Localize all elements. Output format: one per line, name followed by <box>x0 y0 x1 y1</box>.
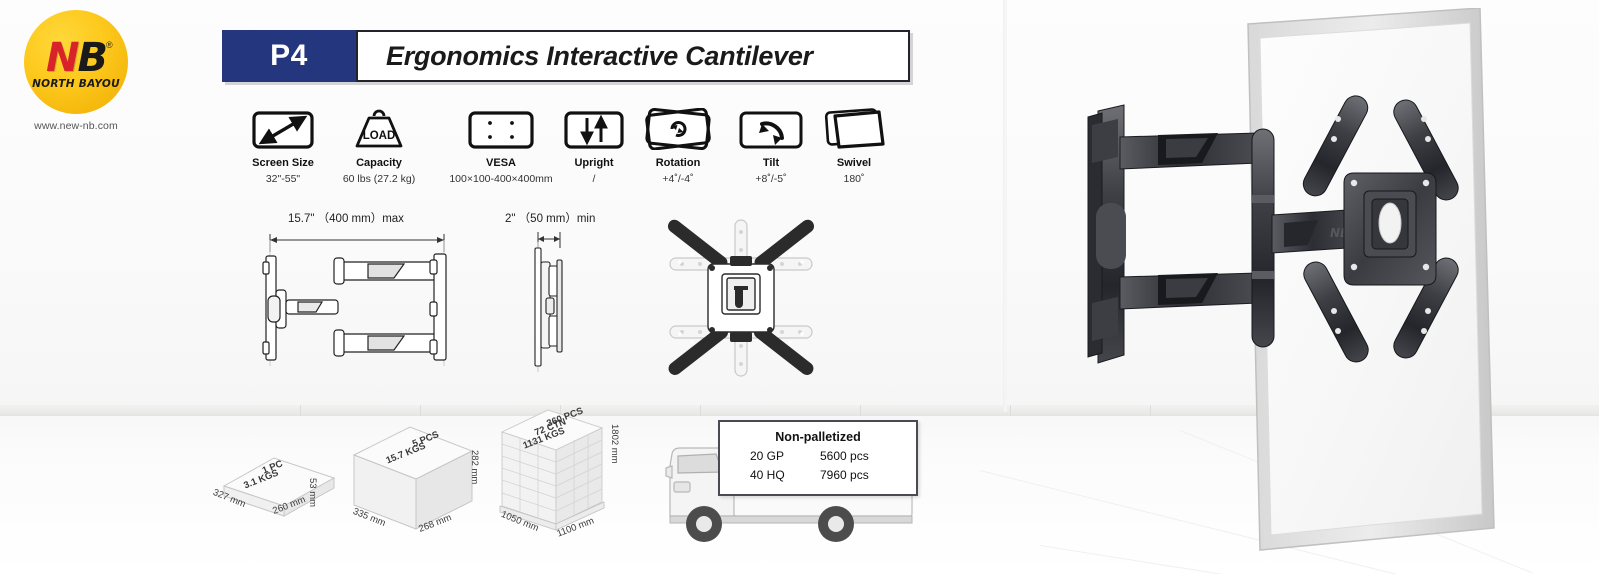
logo-letter-n: N <box>46 35 80 81</box>
registered-trademark-icon: ® <box>106 40 113 50</box>
spec-value: 180˚ <box>843 173 865 185</box>
logo-subtitle: NORTH BAYOU <box>32 78 120 90</box>
container-loading-card: Non-palletized 20 GP 5600 pcs 40 HQ 7960… <box>718 420 918 496</box>
container-qty: 5600 pcs <box>820 449 869 463</box>
spec-label: Swivel <box>836 157 872 169</box>
extension-dimension-label: 15.7" （400 mm）max <box>288 213 404 225</box>
cantilever-top-view-drawing <box>262 234 447 366</box>
wall-mount-product-photo: NB <box>1087 95 1459 364</box>
vesa-pattern-icon <box>426 108 576 150</box>
title-banner: P4 Ergonomics Interactive Cantilever <box>222 30 910 82</box>
spec-swivel: Swivel 180˚ <box>808 108 900 185</box>
spec-rotation: Rotation +4˚/-4˚ <box>623 108 733 185</box>
spec-value: / <box>592 173 596 185</box>
spec-value: +8˚/-5˚ <box>755 173 787 185</box>
container-row: 20 GP 5600 pcs <box>720 449 916 463</box>
spec-capacity: LOAD Capacity 60 lbs (27.2 kg) <box>324 108 434 185</box>
swivel-icon <box>808 108 900 150</box>
spec-value: 32"-55" <box>265 173 301 185</box>
spec-value: +4˚/-4˚ <box>662 173 694 185</box>
wall-corner-shade <box>1003 0 1004 412</box>
pallet-illustration <box>499 409 605 531</box>
wall-corner-shade <box>1004 0 1007 412</box>
master-carton-illustration <box>352 426 474 530</box>
container-type: 20 GP <box>750 449 785 463</box>
rotation-icon <box>623 108 733 150</box>
container-row: 40 HQ 7960 pcs <box>720 468 916 482</box>
load-capacity-icon: LOAD <box>324 108 434 150</box>
brand-website: www.new-nb.com <box>34 120 118 132</box>
model-badge: P4 <box>222 30 356 82</box>
container-type: 40 HQ <box>750 468 785 482</box>
spec-tilt: Tilt +8˚/-5˚ <box>716 108 826 185</box>
specification-row: Screen Size 32"-55" LOAD Capacity 60 lbs… <box>238 108 898 194</box>
spec-label: Upright <box>574 157 614 169</box>
single-box-height: 53 mm <box>307 478 318 508</box>
spec-label: Capacity <box>356 157 402 169</box>
spec-screen-size: Screen Size 32"-55" <box>238 108 328 185</box>
spec-label: Tilt <box>762 157 780 169</box>
spec-vesa: VESA 100×100-400×400mm <box>426 108 576 185</box>
product-title: Ergonomics Interactive Cantilever <box>386 40 813 71</box>
spec-value: 60 lbs (27.2 kg) <box>342 173 416 185</box>
screen-size-icon <box>238 108 328 150</box>
upright-arrows-icon <box>538 108 650 150</box>
logo-monogram: NB <box>14 38 138 78</box>
spec-label: Screen Size <box>252 157 314 169</box>
tilt-icon <box>716 108 826 150</box>
rotation-range-diagram <box>667 219 815 377</box>
profile-dimension-label: 2" （50 mm）min <box>505 213 596 225</box>
container-qty: 7960 pcs <box>820 468 869 482</box>
carton-height: 282 mm <box>469 450 480 485</box>
spec-upright: Upright / <box>538 108 650 185</box>
single-box-illustration <box>222 457 336 517</box>
svg-text:LOAD: LOAD <box>363 130 396 142</box>
model-number: P4 <box>270 39 308 72</box>
pallet-height: 1802 mm <box>609 424 620 464</box>
brand-logo: NB ® NORTH BAYOU www.new-nb.com <box>14 8 136 138</box>
container-card-title: Non-palletized <box>775 430 861 444</box>
logo-letter-b: B <box>77 35 107 81</box>
spec-value: 100×100-400×400mm <box>449 173 553 185</box>
logo-circle <box>24 10 128 114</box>
spec-label: VESA <box>486 157 516 169</box>
cantilever-profile-view-drawing <box>534 232 563 372</box>
spec-label: Rotation <box>655 157 701 169</box>
product-title-box: Ergonomics Interactive Cantilever <box>356 30 910 82</box>
